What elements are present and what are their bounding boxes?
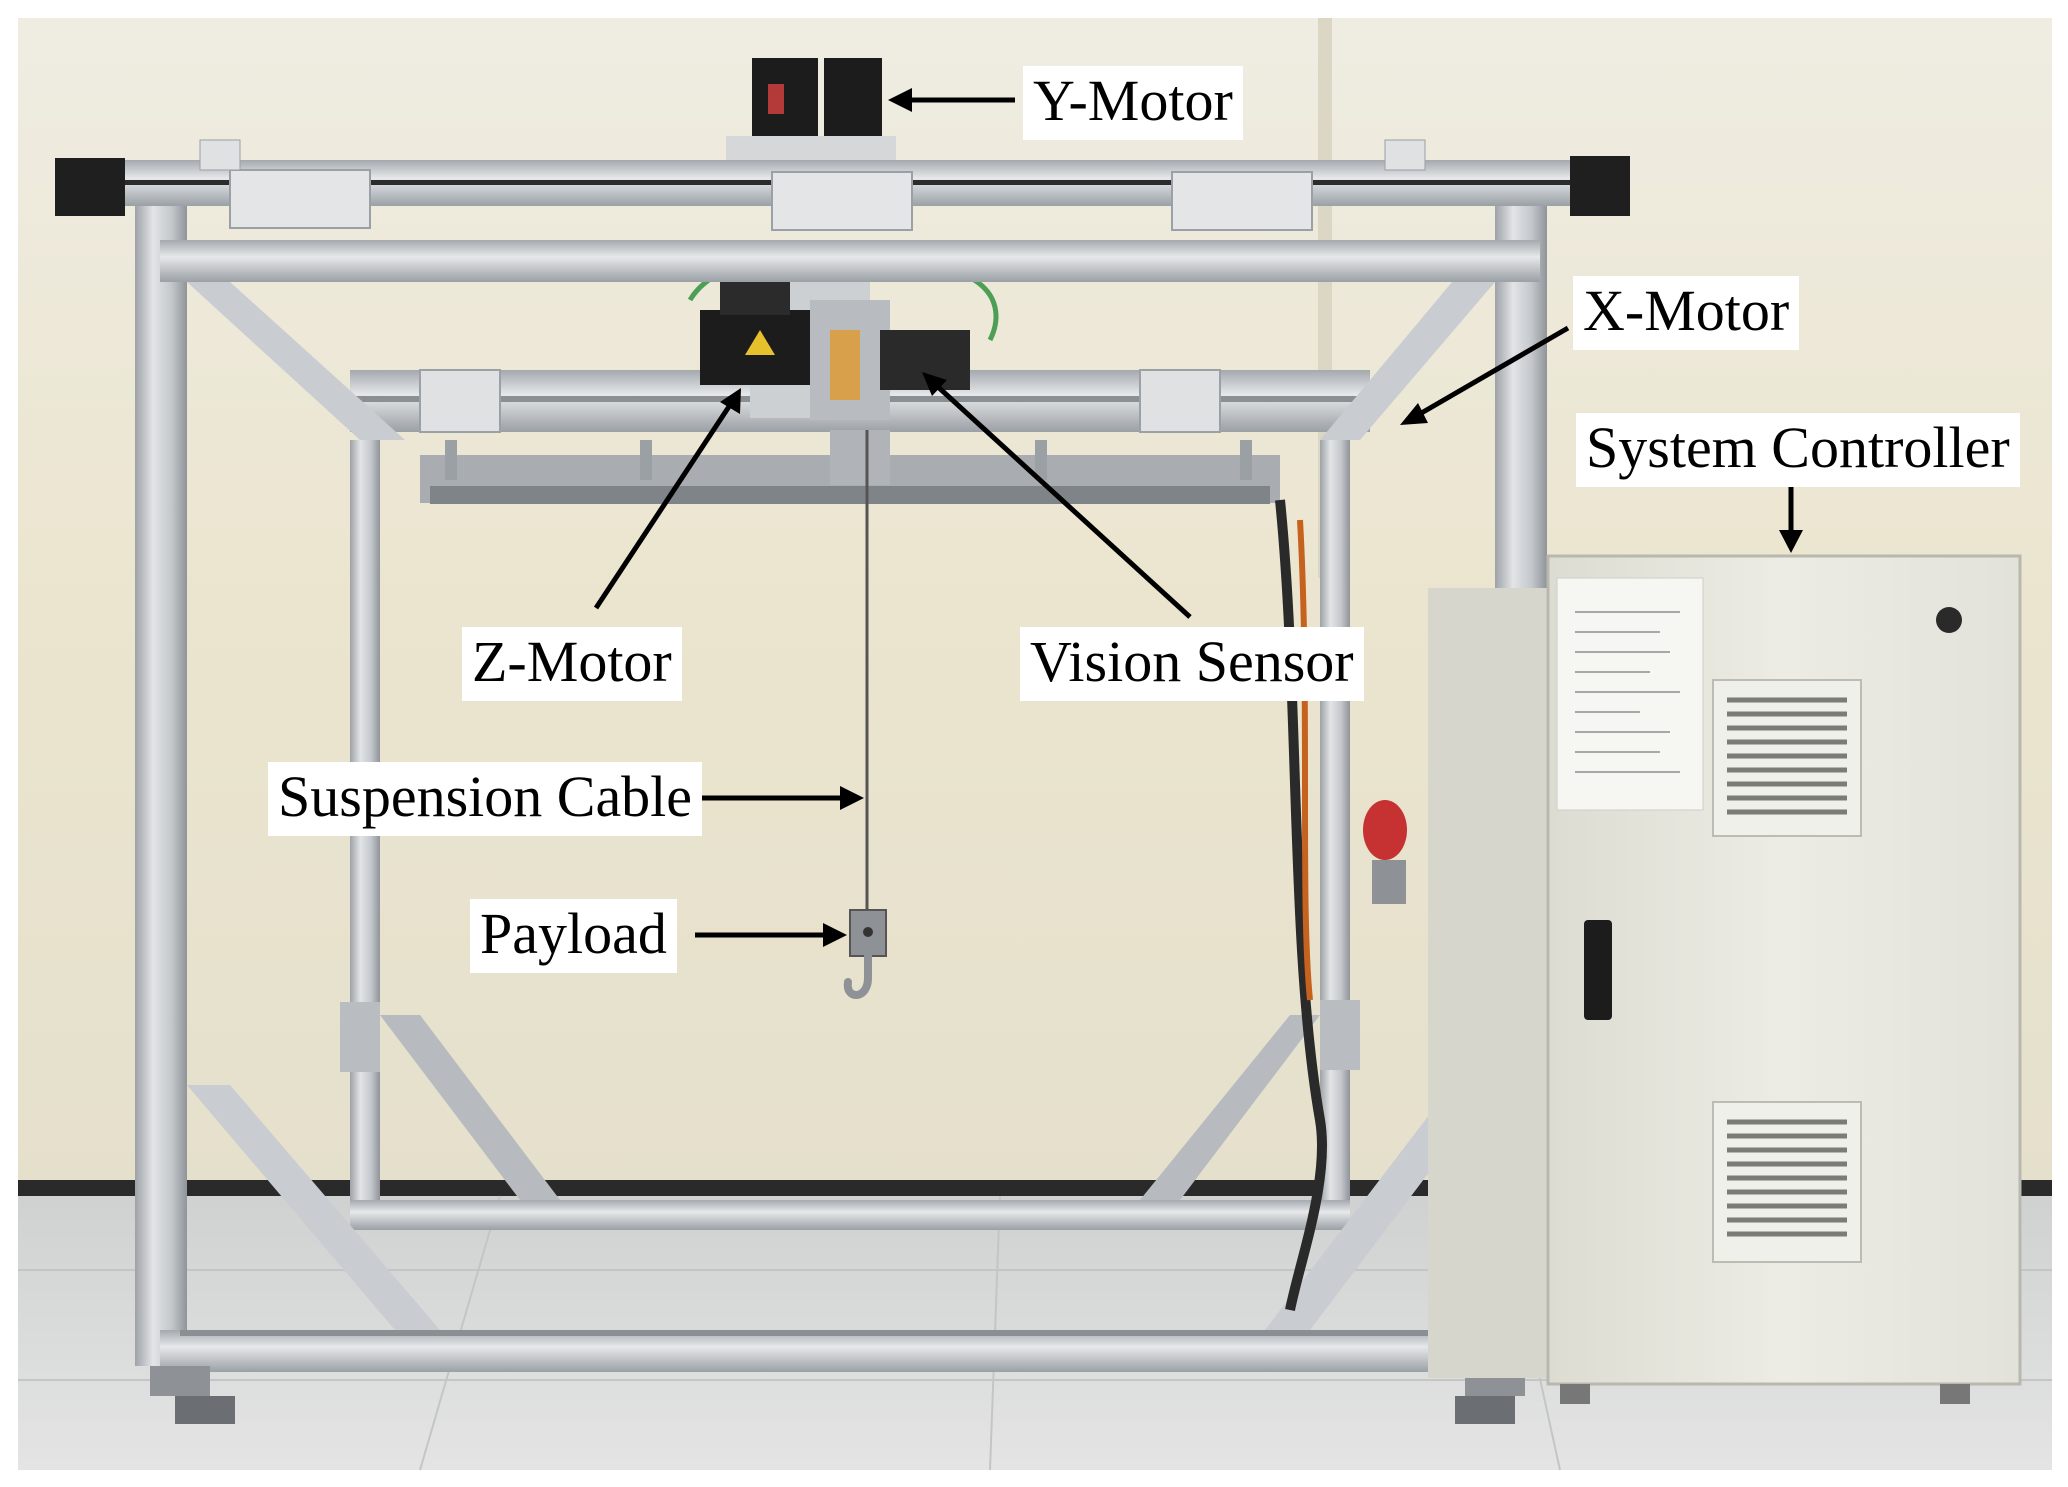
payload-hook — [843, 909, 887, 999]
label-y-motor: Y-Motor — [1023, 66, 1243, 140]
controller-cabinet — [1428, 554, 2022, 1404]
front-frame — [135, 206, 1547, 1424]
side-cable-orange — [1297, 519, 1313, 1001]
label-payload: Payload — [470, 899, 677, 973]
cabinet-handle — [1584, 920, 1612, 1020]
y-motor-unit — [726, 58, 896, 164]
label-x-motor: X-Motor — [1573, 276, 1800, 350]
callout-arrows — [593, 88, 1803, 947]
label-suspension-cable: Suspension Cable — [268, 762, 703, 836]
cabinet-switch — [1936, 607, 1962, 633]
lower-vent — [1712, 1101, 1862, 1263]
vision-sensor-body — [880, 330, 970, 390]
label-z-motor: Z-Motor — [462, 627, 682, 701]
label-system-controller: System Controller — [1576, 413, 2020, 487]
rear-frame — [350, 440, 1350, 1230]
y-rail-top — [55, 139, 1630, 231]
trolley-assembly — [687, 257, 999, 420]
label-vision-sensor: Vision Sensor — [1020, 627, 1364, 701]
